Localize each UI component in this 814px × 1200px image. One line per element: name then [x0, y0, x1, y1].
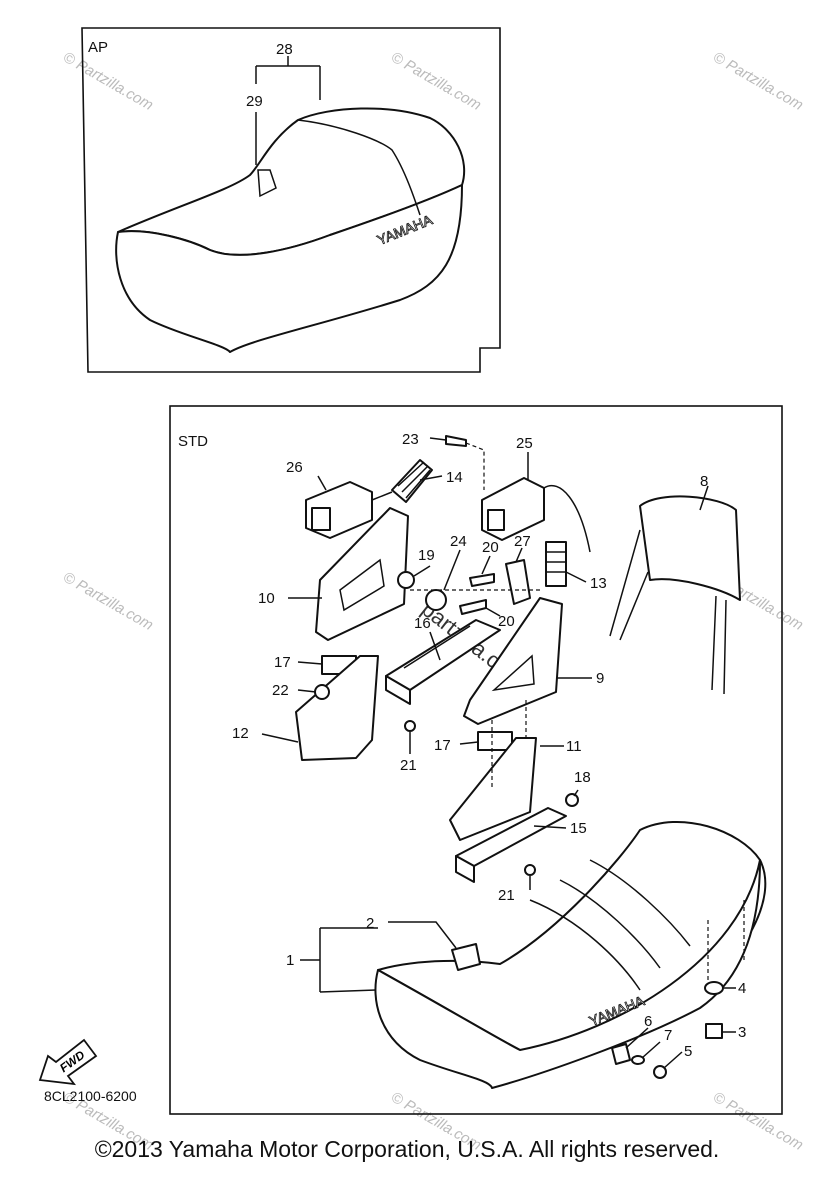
callout-4: 4	[738, 980, 746, 997]
watermark: © Partzilla.com	[60, 49, 156, 114]
part-17-pad	[477, 731, 513, 751]
callout-6: 6	[644, 1013, 652, 1030]
callout-25: 25	[516, 435, 533, 452]
part-24-bushing	[425, 589, 447, 611]
callout-8: 8	[700, 473, 708, 490]
callout-21: 21	[498, 887, 515, 904]
part-8-backrest	[609, 495, 741, 695]
part-14-grip	[391, 459, 433, 503]
part-6-bracket	[611, 1043, 631, 1065]
part-10-bracket	[315, 507, 409, 641]
callout-11: 11	[566, 738, 582, 755]
callout-16: 16	[414, 615, 431, 632]
callout-27: 27	[514, 533, 531, 550]
std-tag: STD	[178, 433, 208, 450]
part-15-armrest	[455, 807, 567, 883]
part-27-clamp	[505, 559, 531, 605]
part-18-bolt	[565, 793, 579, 807]
part-5-bolt	[653, 1065, 667, 1079]
part-1-seat: YAMAHA	[374, 821, 767, 1089]
part-25-light	[481, 477, 591, 553]
part-21-bolt	[524, 864, 536, 876]
callout-19: 19	[418, 547, 435, 564]
part-19-washer	[397, 571, 415, 589]
part-22-bolt	[314, 684, 330, 700]
part-13-grip	[545, 541, 567, 587]
copyright-notice: ©2013 Yamaha Motor Corporation, U.S.A. A…	[94, 1136, 720, 1162]
callout-3: 3	[738, 1024, 746, 1041]
part-23-screw	[445, 435, 467, 447]
callout-17: 17	[434, 737, 451, 754]
callout-20: 20	[498, 613, 515, 630]
callout-2: 2	[366, 915, 374, 932]
callout-21: 21	[400, 757, 417, 774]
part-4-damper	[704, 981, 724, 995]
part-20-bolt	[469, 573, 495, 587]
ap-panel: AP YAMAHA 28 29	[81, 27, 501, 373]
watermark: © Partzilla.com	[710, 49, 806, 114]
callout-10: 10	[258, 590, 275, 607]
callout-23: 23	[402, 431, 419, 448]
part-11-bracket	[449, 737, 537, 841]
callout-22: 22	[272, 682, 289, 699]
part-7-washer	[631, 1055, 645, 1065]
part-2-strap	[451, 943, 481, 971]
std-panel: STD partzilla.com	[169, 405, 783, 1115]
callout-7: 7	[664, 1027, 672, 1044]
watermark: © Partzilla.com	[388, 49, 484, 114]
callout-29: 29	[246, 93, 263, 110]
ap-tag: AP	[88, 39, 108, 56]
diagram-code: 8CL2100-6200	[44, 1088, 137, 1104]
callout-1: 1	[286, 952, 294, 969]
callout-12: 12	[232, 725, 249, 742]
callout-28: 28	[276, 41, 293, 58]
callout-24: 24	[450, 533, 467, 550]
callout-26: 26	[286, 459, 303, 476]
ap-seat: YAMAHA	[115, 107, 466, 353]
callout-15: 15	[570, 820, 587, 837]
part-3-damper	[705, 1023, 723, 1039]
callout-5: 5	[684, 1043, 692, 1060]
part-12-bracket	[295, 655, 379, 761]
part-9-bracket	[463, 597, 563, 725]
callout-20: 20	[482, 539, 499, 556]
callout-14: 14	[446, 469, 463, 486]
callout-13: 13	[590, 575, 607, 592]
callout-18: 18	[574, 769, 591, 786]
callout-17: 17	[274, 654, 291, 671]
part-26-light	[305, 481, 393, 539]
fwd-arrow-icon: FWD	[38, 1038, 98, 1086]
part-16-armrest	[385, 619, 501, 705]
part-21-bolt	[404, 720, 416, 732]
callout-9: 9	[596, 670, 604, 687]
watermark: © Partzilla.com	[60, 569, 156, 634]
part-20-bolt	[459, 599, 487, 615]
